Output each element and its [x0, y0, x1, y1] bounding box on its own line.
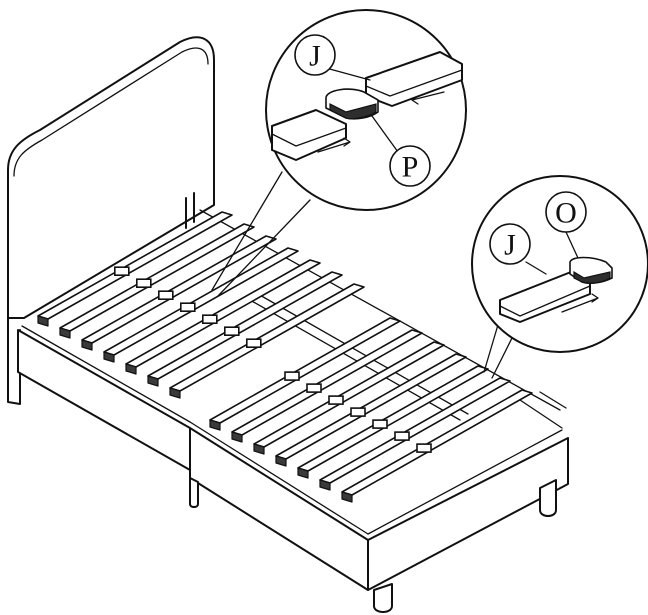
arrow-icon: [317, 137, 351, 153]
label-circle-p: [389, 145, 431, 187]
callout-1-slat-lower: [271, 109, 347, 161]
label-o: O: [555, 197, 577, 230]
callout-1-leader: [211, 171, 311, 297]
slat-group: [37, 211, 533, 503]
arrow-icon: [561, 293, 599, 313]
slat-end-foot-6: [341, 491, 353, 503]
callout-2-pointer-j: [525, 261, 547, 275]
callout-1-pointer-p: [371, 115, 399, 153]
slat-connector-head-2: [158, 290, 174, 301]
slat-connector-foot-0: [284, 371, 300, 381]
bed-frame: [17, 209, 569, 613]
slat-connector-head-6: [246, 338, 262, 349]
slat-connector-foot-5: [394, 431, 410, 441]
label-circle-j2: [489, 223, 531, 265]
label-j-lower: J: [504, 229, 516, 262]
callout-1: J P: [211, 9, 467, 297]
label-circle-o: [545, 191, 587, 233]
slat-connector-foot-3: [350, 407, 366, 417]
slat-end-foot-2: [253, 443, 265, 455]
callout-1-pointer-j: [325, 67, 371, 81]
slat-end-head-6: [169, 387, 181, 399]
slat-end-foot-4: [297, 467, 309, 479]
slat-connector-head-0: [114, 266, 130, 277]
label-j-upper: J: [309, 40, 321, 73]
slat-connector-head-5: [224, 326, 240, 337]
slat-end-head-5: [147, 375, 159, 387]
slat-end-foot-1: [231, 431, 243, 443]
slat-connector-foot-2: [328, 395, 344, 405]
label-p: P: [402, 151, 419, 184]
callout-2: J O: [471, 175, 648, 379]
slat-connector-head-1: [136, 278, 152, 289]
slat-end-foot-0: [209, 419, 221, 431]
slat-connector-head-4: [202, 314, 218, 325]
slat-connector-foot-4: [372, 419, 388, 429]
slat-connector-foot-6: [416, 443, 432, 453]
slat-connector-foot-1: [306, 383, 322, 393]
slat-end-head-2: [81, 339, 93, 351]
callout-2-pointer-o: [565, 231, 579, 259]
arrow-icon: [411, 91, 445, 105]
slat-end-head-4: [125, 363, 137, 375]
slat-end-head-0: [37, 315, 49, 327]
slat-end-head-3: [103, 351, 115, 363]
label-circle-j: [294, 34, 336, 76]
slat-end-foot-3: [275, 455, 287, 467]
slat-connector-head-3: [180, 302, 196, 313]
slat-end-foot-5: [319, 479, 331, 491]
headboard: [7, 36, 215, 405]
slat-end-head-1: [59, 327, 71, 339]
